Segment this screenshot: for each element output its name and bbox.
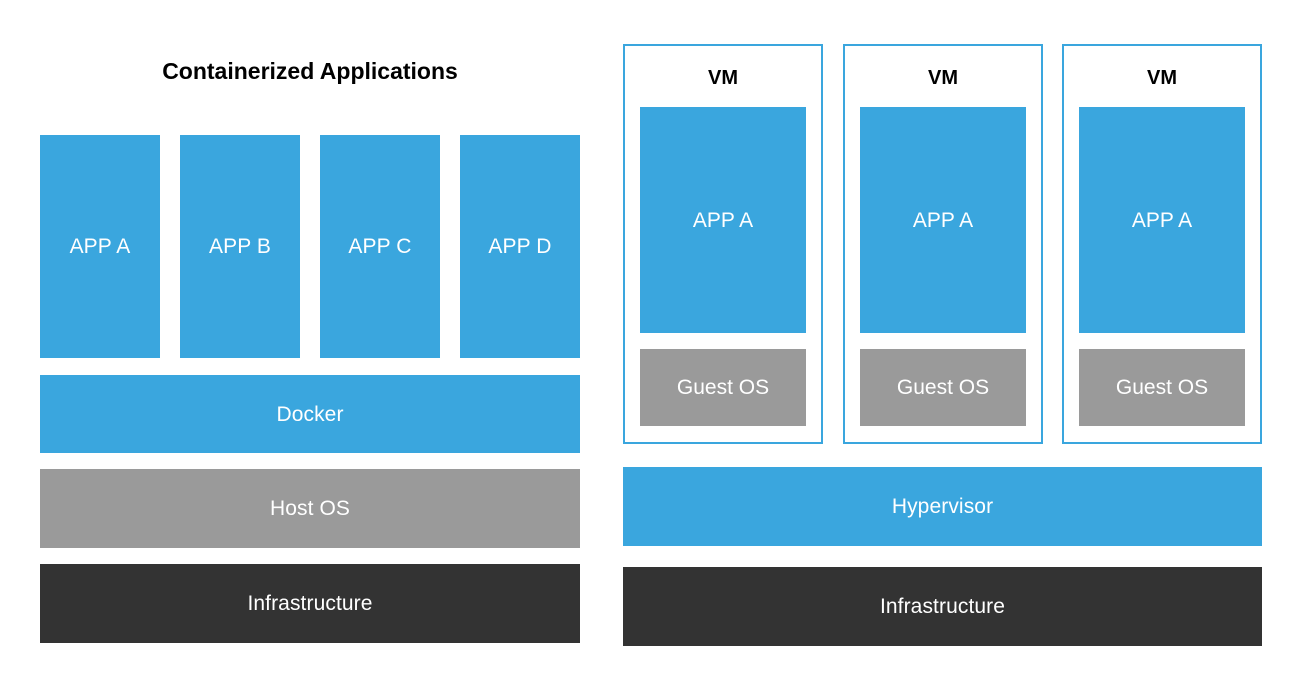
container-app-d[interactable]: APP D (460, 135, 580, 358)
container-app-c-label: APP C (348, 235, 412, 258)
container-app-c[interactable]: APP C (320, 135, 440, 358)
docker-layer[interactable]: Docker (40, 375, 580, 453)
vm-box-2-guest-os-label: Guest OS (896, 376, 990, 399)
left-panel-title: Containerized Applications (162, 58, 458, 84)
vm-box-1-guest-os-label: Guest OS (676, 376, 770, 399)
host-os-layer-label: Host OS (269, 497, 351, 520)
vm-box-2[interactable]: VM APP A Guest OS (843, 44, 1043, 444)
vm-box-1-app[interactable]: APP A (640, 107, 806, 333)
right-infrastructure-layer[interactable]: Infrastructure (623, 567, 1262, 646)
vm-box-1-app-label: APP A (692, 208, 754, 232)
vm-box-2-title: VM (928, 67, 958, 89)
vm-box-1-title: VM (708, 67, 738, 89)
vm-box-3-app[interactable]: APP A (1079, 107, 1245, 333)
vm-box-2-app[interactable]: APP A (860, 107, 1026, 333)
hypervisor-layer-label: Hypervisor (891, 495, 994, 518)
vm-box-3[interactable]: VM APP A Guest OS (1062, 44, 1262, 444)
left-infrastructure-layer[interactable]: Infrastructure (40, 564, 580, 643)
right-infrastructure-layer-label: Infrastructure (879, 595, 1006, 618)
vm-box-2-app-label: APP A (912, 208, 974, 232)
vm-box-3-guest-os[interactable]: Guest OS (1079, 349, 1245, 426)
hypervisor-layer[interactable]: Hypervisor (623, 467, 1262, 546)
vm-box-2-guest-os[interactable]: Guest OS (860, 349, 1026, 426)
container-app-b-label: APP B (209, 235, 271, 258)
vm-box-3-guest-os-label: Guest OS (1115, 376, 1209, 399)
vm-box-1[interactable]: VM APP A Guest OS (623, 44, 823, 444)
vm-box-3-title: VM (1147, 67, 1177, 89)
vm-box-3-app-label: APP A (1131, 208, 1193, 232)
docker-layer-label: Docker (276, 402, 344, 426)
vm-box-1-guest-os[interactable]: Guest OS (640, 349, 806, 426)
container-app-b[interactable]: APP B (180, 135, 300, 358)
left-infrastructure-layer-label: Infrastructure (247, 592, 373, 615)
host-os-layer[interactable]: Host OS (40, 469, 580, 548)
container-app-d-label: APP D (488, 235, 552, 258)
container-app-a-label: APP A (69, 235, 131, 258)
container-app-a[interactable]: APP A (40, 135, 160, 358)
